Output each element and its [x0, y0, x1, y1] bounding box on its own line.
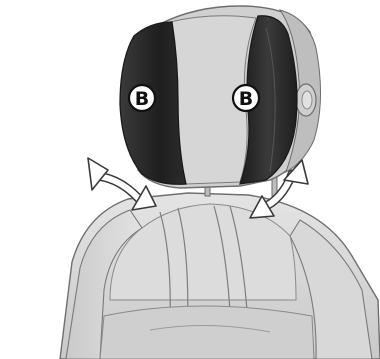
seat-back — [60, 193, 380, 359]
callout-right-label: B — [239, 88, 253, 110]
callout-right: B — [233, 85, 259, 111]
callout-left-label: B — [135, 88, 149, 110]
callout-left: B — [129, 85, 155, 111]
